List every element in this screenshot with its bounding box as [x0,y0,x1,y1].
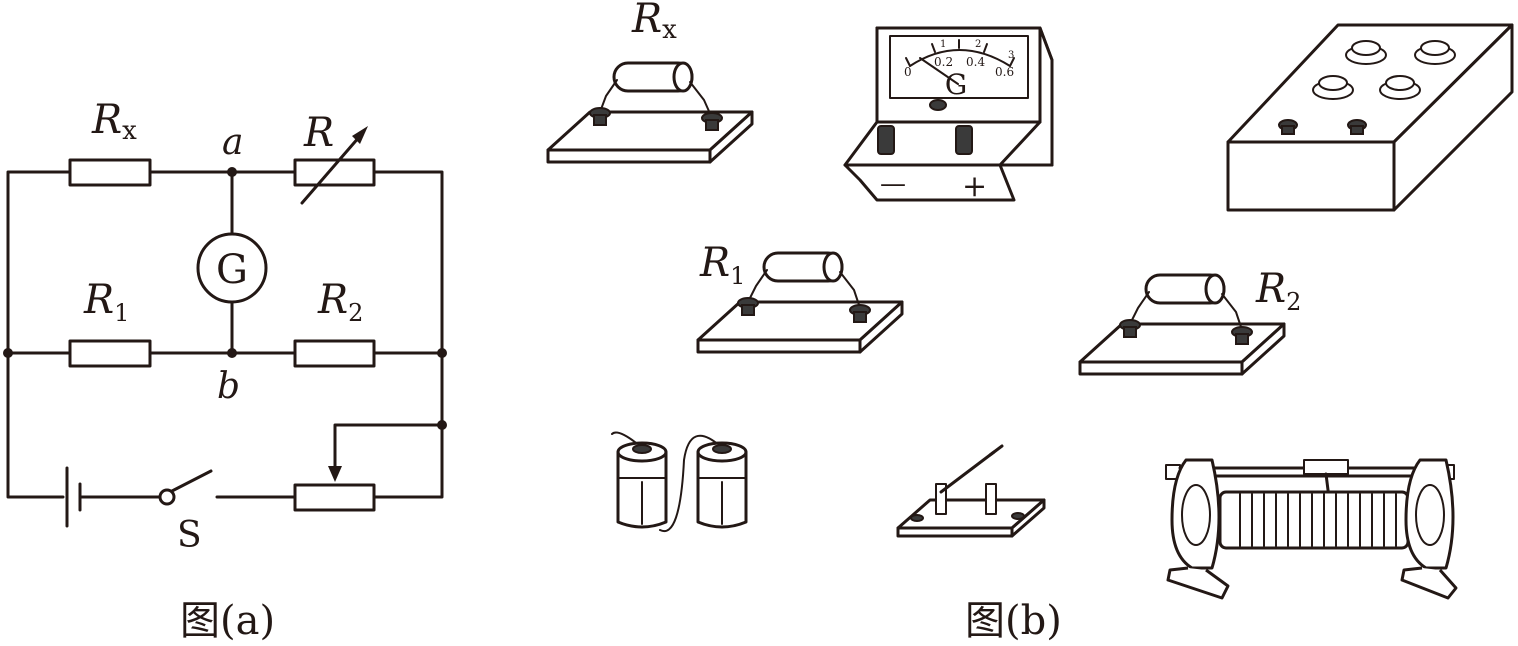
label-rx: Rx [91,97,137,146]
rheostat [293,483,376,512]
svg-text:+: + [962,169,987,204]
svg-text:2: 2 [975,39,981,50]
label-rx-board: Rx [631,0,677,45]
galvanometer-label: G [216,247,248,293]
circuit-wires [6,170,444,499]
svg-text:1: 1 [940,39,946,50]
resistor-rx [68,158,152,187]
r2-board [1078,273,1286,376]
resistance-box [1226,23,1514,212]
galvanometer-meter: 0 0.2 0.4 0.6 1 2 3 G — + [843,26,1054,204]
batteries-icon [611,431,748,533]
svg-text:0: 0 [904,65,912,79]
variable-arrow-icon [300,126,368,205]
apparatus-illustration: Rx 0 0.2 0.4 0.6 1 2 3 G [546,0,1514,644]
label-r2-board: R2 [1255,266,1301,316]
knife-switch-icon [896,444,1046,538]
r1-board [696,251,904,354]
svg-text:3: 3 [1008,50,1014,61]
svg-text:—: — [880,169,906,199]
battery-icon [65,466,82,528]
caption-a: 图(a) [180,598,275,644]
label-r1-board: R1 [699,240,745,290]
label-node-a: a [222,122,243,163]
sliding-rheostat-icon [1165,458,1458,600]
label-node-b: b [217,366,240,407]
svg-text:0.4: 0.4 [966,55,985,69]
switch-icon [158,469,213,506]
galvanometer-icon [196,232,268,304]
resistor-r2 [293,339,376,368]
svg-text:0.6: 0.6 [995,65,1014,79]
label-r2: R2 [317,277,363,327]
label-r1: R1 [83,277,129,327]
junction-dots [3,167,447,430]
label-switch: S [177,515,202,556]
rx-board [546,61,754,164]
slider-arrow-icon [328,466,342,482]
meter-g-label: G [945,68,967,101]
label-r: R [303,110,334,156]
caption-b: 图(b) [965,598,1062,644]
circuit-diagram: G Rx a R R1 R2 b S 图(a) [3,97,447,644]
svg-text:0.2: 0.2 [934,55,953,69]
resistor-r1 [68,339,152,368]
